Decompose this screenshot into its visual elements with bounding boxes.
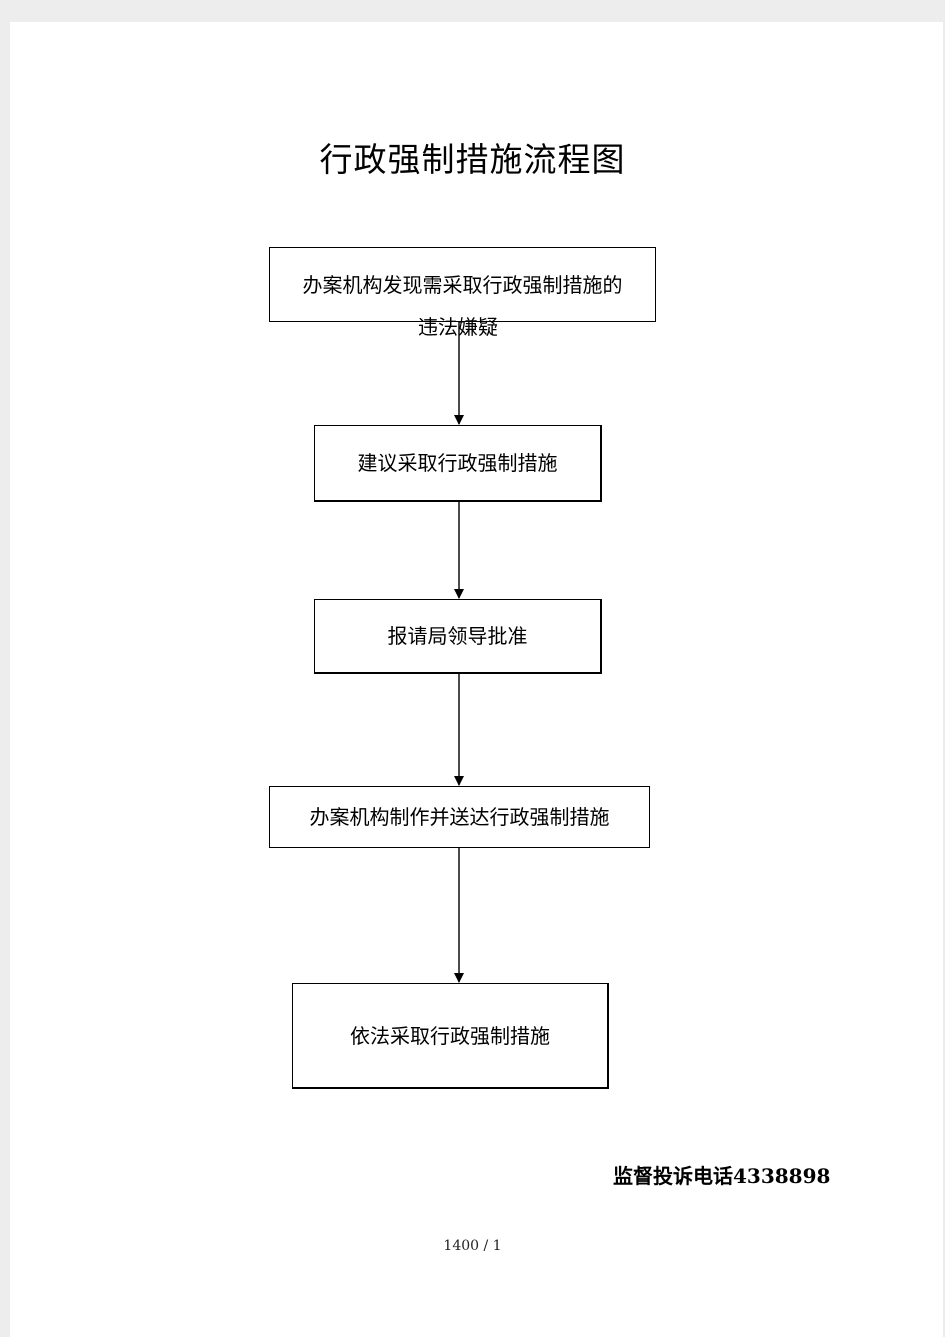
- flow-step-label: 依法采取行政强制措施: [350, 1023, 550, 1048]
- flow-step-label: 办案机构制作并送达行政强制措施: [309, 805, 610, 829]
- flow-step-issue-notice: 办案机构制作并送达行政强制措施: [269, 786, 650, 848]
- page-title: 行政强制措施流程图: [319, 140, 626, 179]
- page-number: 1400 / 1: [443, 1238, 502, 1254]
- flow-step-label-continued: 违法嫌疑: [418, 315, 498, 339]
- flow-step-label: 建议采取行政强制措施: [357, 451, 558, 475]
- flow-step-label: 办案机构发现需采取行政强制措施的: [302, 272, 623, 297]
- document-page: [10, 22, 943, 1337]
- flow-step-request-approval: 报请局领导批准: [314, 599, 602, 674]
- flow-step-enforce-measure: 依法采取行政强制措施: [292, 983, 609, 1089]
- complaint-hotline: 监督投诉电话4338898: [613, 1164, 831, 1188]
- flow-step-discover-violation: 办案机构发现需采取行政强制措施的: [269, 247, 656, 322]
- flow-step-suggest-measure: 建议采取行政强制措施: [314, 425, 602, 502]
- flow-step-label: 报请局领导批准: [387, 624, 528, 648]
